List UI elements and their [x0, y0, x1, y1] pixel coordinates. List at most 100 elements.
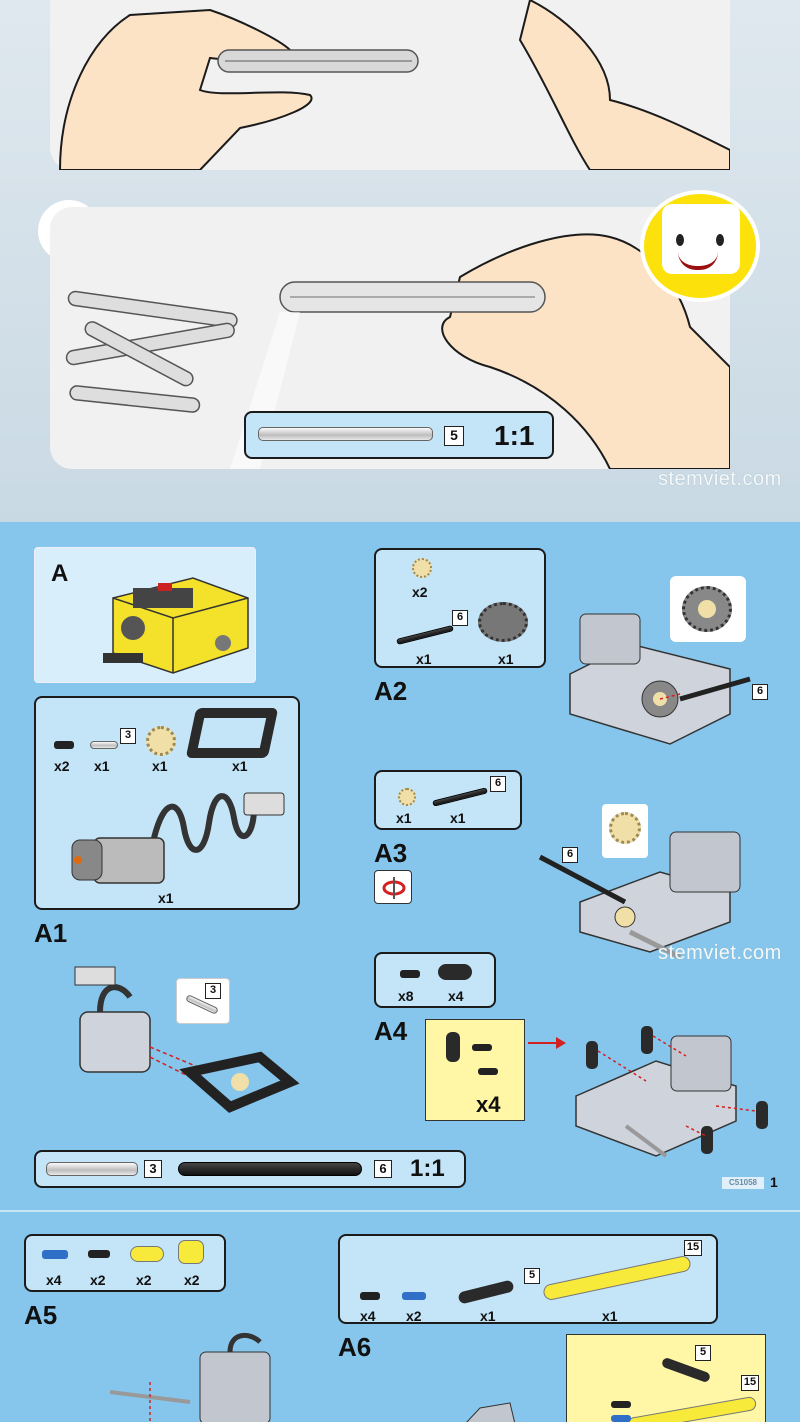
a2-parts-panel: x2 6 x1 x1 — [374, 548, 546, 668]
a6-beam5-length: 5 — [524, 1268, 540, 1284]
a4-parts-panel: x8 x4 — [374, 952, 496, 1008]
a6-subassembly-box: 5 15 — [566, 1334, 766, 1422]
a6-beam15-length: 15 — [684, 1240, 702, 1256]
a4-sub-link-icon — [446, 1032, 460, 1062]
a1-qty-4: x1 — [232, 758, 248, 774]
a2-gear-qty: x2 — [412, 584, 428, 600]
a4-assembly-image — [575, 1026, 768, 1158]
a4-label: A4 — [374, 1016, 408, 1046]
step1-card — [50, 0, 730, 170]
a2-label: A2 — [374, 676, 408, 706]
page-number: 1 — [770, 1174, 778, 1190]
a6-sub-length-1: 5 — [695, 1345, 711, 1361]
a1-label: A1 — [34, 918, 68, 948]
a1-axle-length: 3 — [120, 728, 136, 744]
a2-diff-qty: x1 — [498, 651, 514, 667]
a6-qty-4: x1 — [602, 1308, 618, 1324]
a2-axle-length: 6 — [452, 610, 468, 626]
frame-icon — [185, 708, 279, 758]
eye-left — [676, 234, 684, 246]
rotate-icon[interactable] — [374, 870, 412, 904]
model-a-preview: A — [34, 547, 256, 683]
rod-3-icon — [46, 1162, 138, 1176]
a6-black-beam-icon — [457, 1279, 515, 1305]
rod-6-icon — [178, 1162, 362, 1176]
a1-motor-qty: x1 — [158, 890, 174, 906]
a2-axle-qty: x1 — [416, 651, 432, 667]
a6-assembly-image — [466, 1402, 516, 1422]
a3-axle-length-2: 6 — [562, 847, 578, 863]
a1-assembly-image — [74, 966, 300, 1113]
pin-black-icon — [54, 741, 74, 749]
a5-assembly-image — [109, 1332, 271, 1422]
eye-right — [716, 234, 724, 246]
watermark-2: stemviet.com — [658, 942, 782, 964]
a4-sub-qty: x4 — [476, 1092, 501, 1117]
a1-parts-panel: x2 3 x1 x1 x1 x1 — [34, 696, 300, 910]
a6-black-pin-icon — [360, 1292, 380, 1300]
a6-label: A6 — [338, 1332, 372, 1362]
scale-bar: 3 6 1:1 — [34, 1150, 466, 1188]
model-code-badge: C51058 — [722, 1177, 764, 1189]
a3-label: A3 — [374, 838, 408, 868]
a4-pin-qty: x8 — [398, 988, 414, 1004]
a5-qty-2: x2 — [90, 1272, 106, 1288]
instruction-page: A x2 3 x1 x1 x1 x1 A1 — [0, 522, 800, 1210]
a3-assembly-image — [538, 831, 741, 960]
a1-axle-callout: 3 — [176, 978, 230, 1024]
scale-ratio: 1:1 — [410, 1155, 445, 1182]
a1-qty-1: x2 — [54, 758, 70, 774]
step2-card — [50, 207, 730, 469]
a6-qty-3: x1 — [480, 1308, 496, 1324]
rod-icon — [258, 427, 433, 441]
a5-yellow-angle-icon — [178, 1240, 204, 1264]
a6-qty-2: x2 — [406, 1308, 422, 1324]
a6-blue-pin-icon — [402, 1292, 426, 1300]
scale-len-2: 6 — [374, 1160, 392, 1178]
a4-sub-pin-icon — [472, 1044, 492, 1051]
a2-gear-icon — [412, 558, 432, 578]
step-section: 2 5 1:1 stemviet.com — [0, 0, 800, 522]
a3-axle-length: 6 — [490, 776, 506, 792]
a2-axle-icon — [396, 625, 454, 645]
hands-illustration — [58, 0, 730, 170]
length-number: 5 — [444, 426, 464, 446]
a1-qty-3: x1 — [152, 758, 168, 774]
model-a-label: A — [51, 560, 69, 587]
a6-yellow-beam-icon — [541, 1254, 693, 1302]
scale-label: 1:1 — [494, 420, 535, 451]
instruction-page-2: x4 x2 x2 x2 A5 x4 x2 5 x1 15 x1 A6 5 15 — [0, 1210, 800, 1422]
a5-black-pin-icon — [88, 1250, 110, 1258]
a3-zoom-callout — [602, 804, 648, 858]
rods-illustration — [65, 233, 730, 469]
a4-arrow — [528, 1042, 560, 1044]
a4-link-qty: x4 — [448, 988, 464, 1004]
a3-zoom-gear-icon — [609, 812, 641, 844]
a5-parts-panel: x4 x2 x2 x2 — [24, 1234, 226, 1292]
a3-axle-icon — [432, 787, 488, 807]
a5-qty-4: x2 — [184, 1272, 200, 1288]
a2-zoom-gear-icon — [698, 600, 716, 618]
scale-len-1: 3 — [144, 1160, 162, 1178]
model-a-image — [103, 577, 249, 674]
a5-yellow-link-icon — [130, 1246, 164, 1262]
axle-grey-icon — [90, 741, 118, 749]
a6-sub-yellow-beam-icon — [626, 1395, 758, 1422]
a2-axle-length-2: 6 — [752, 684, 768, 700]
a4-arrow-head — [556, 1037, 566, 1049]
minifig-face — [640, 190, 760, 302]
a4-sub-pin-icon-2 — [478, 1068, 498, 1075]
a2-differential-icon — [478, 602, 528, 642]
a4-pin-icon — [400, 970, 420, 978]
a5-label: A5 — [24, 1300, 58, 1330]
watermark: stemviet.com — [658, 468, 782, 490]
a4-subassembly-box: x4 — [425, 1019, 525, 1121]
a6-sub-blue-pin-icon — [611, 1415, 631, 1422]
model-code: C51058 — [728, 1178, 758, 1187]
smile — [678, 252, 718, 270]
a6-parts-panel: x4 x2 5 x1 15 x1 — [338, 1234, 718, 1324]
rotate-arrow-icon — [382, 877, 406, 899]
motor-icon — [71, 792, 285, 884]
a1-callout-length: 3 — [205, 983, 221, 999]
a3-gear-qty: x1 — [396, 810, 412, 826]
